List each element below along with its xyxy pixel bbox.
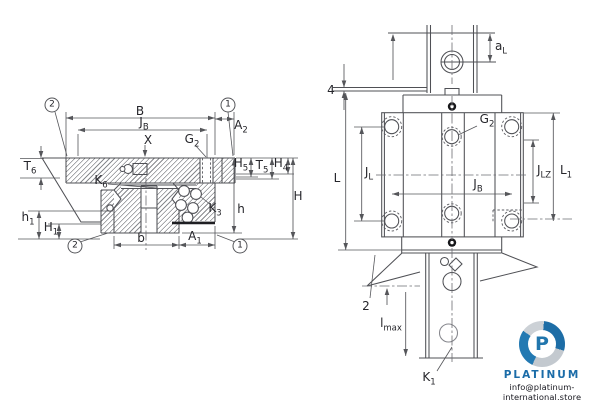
dim-label-K1: K1 <box>422 370 436 388</box>
dim-label-JL: JL <box>364 165 374 183</box>
dim-label-T6: T6 <box>23 159 37 177</box>
dim-label-H4: H4 <box>273 156 289 174</box>
balloon-2-top: 2 <box>44 97 60 113</box>
dim-label-aL: aL <box>494 39 508 57</box>
dim-label-b: b <box>137 231 145 245</box>
dim-label-H5: H5 <box>233 156 249 174</box>
dim-label-L1: L1 <box>559 163 573 181</box>
dim-label-h1: h1 <box>21 210 35 228</box>
dim-label-h: h <box>237 202 245 216</box>
platinum-watermark: P PLATINUM info@platinum-international.s… <box>487 321 597 400</box>
dim-label-K3: K3 <box>208 201 222 219</box>
balloon-1-bottom: 1 <box>232 238 248 254</box>
dim-label-H1: H1 <box>43 220 59 238</box>
dim-label-JB-front: JB <box>473 177 483 195</box>
dim-label-A1: A1 <box>188 229 202 247</box>
dim-label-JLZ: JLZ <box>536 163 552 181</box>
platinum-email-text: info@platinum-international.store <box>502 382 582 400</box>
dim-label-A2: A2 <box>234 118 248 136</box>
item-label-4: 4 <box>327 83 335 97</box>
dim-label-L: L <box>333 171 341 185</box>
dim-label-K6: K6 <box>94 173 108 191</box>
platinum-brand-text: PLATINUM <box>503 369 581 381</box>
dim-label-H: H <box>293 189 303 203</box>
balloon-2-bottom: 2 <box>67 238 83 254</box>
dim-label-JB: JB <box>139 115 149 133</box>
platinum-logo-icon: P <box>519 321 565 367</box>
dim-label-T5: T5 <box>255 158 269 176</box>
platinum-logo-letter: P <box>528 330 556 358</box>
balloon-1-top: 1 <box>220 97 236 113</box>
dimension-lines <box>18 34 560 372</box>
dim-label-lmax: lmax <box>380 316 402 334</box>
dim-label-X: X <box>143 133 153 147</box>
section-view-lines <box>41 157 236 234</box>
dim-label-B: B <box>135 104 145 118</box>
dim-label-G2-front: G2 <box>479 112 495 130</box>
item-label-2: 2 <box>362 299 370 313</box>
dim-label-G2-section: G2 <box>184 132 200 150</box>
lube-port-dots <box>447 102 457 247</box>
